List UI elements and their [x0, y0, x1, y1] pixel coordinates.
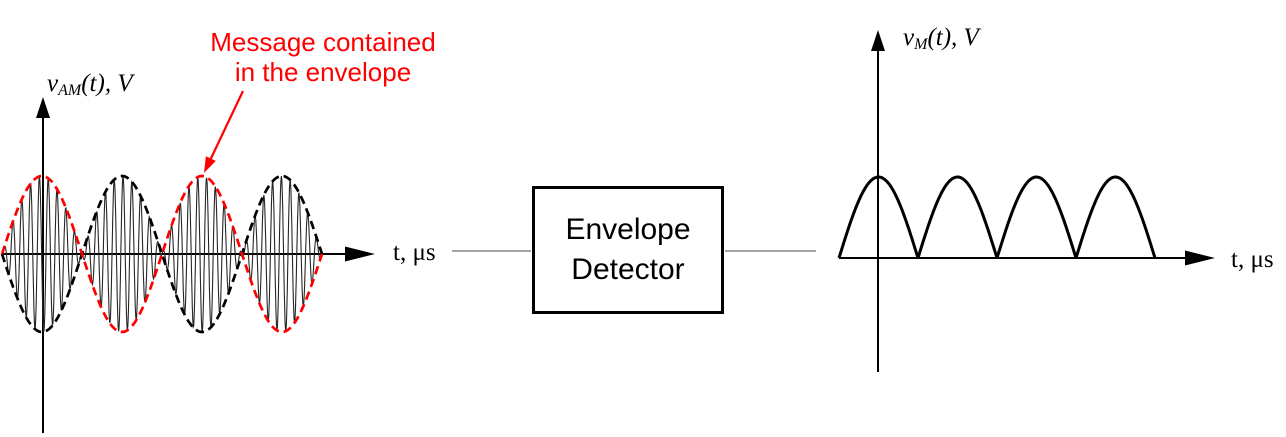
envelope-detector-block: Envelope Detector: [532, 186, 724, 314]
right-plot-ylabel: vM(t), V: [903, 25, 979, 57]
left-plot-ylabel: vAM(t), V: [47, 71, 133, 103]
left-plot-xlabel: t, μs: [393, 239, 436, 266]
ylabel-v: v: [903, 24, 915, 51]
envelope-dashed-black: [0, 174, 324, 334]
envelope-annotation: Message contained in the envelope: [203, 27, 443, 87]
ylabel-v: v: [47, 70, 59, 97]
envelope-dashed-red: [0, 174, 324, 334]
annotation-line2: in the envelope: [234, 57, 412, 87]
right-y-axis-arrow-icon: [871, 30, 885, 51]
left-y-axis-arrow-icon: [36, 97, 50, 118]
right-x-axis-arrow-icon: [1185, 250, 1215, 266]
ylabel-subscript: AM: [58, 82, 82, 99]
annotation-line1: Message contained: [210, 27, 436, 57]
block-label-line2: Detector: [571, 253, 685, 286]
right-plot-xlabel: t, μs: [1231, 246, 1274, 273]
am-carrier-waveform: [1, 176, 323, 332]
block-label-line1: Envelope: [565, 213, 691, 246]
recovered-envelope-waveform: [837, 175, 1157, 259]
ylabel-rest: (t), V: [81, 70, 133, 97]
annotation-arrow-head-icon: [204, 156, 216, 173]
ylabel-rest: (t), V: [927, 24, 979, 51]
annotation-arrow-line: [207, 90, 244, 165]
left-x-axis-arrow-icon: [345, 246, 375, 262]
ylabel-subscript: M: [914, 36, 928, 53]
